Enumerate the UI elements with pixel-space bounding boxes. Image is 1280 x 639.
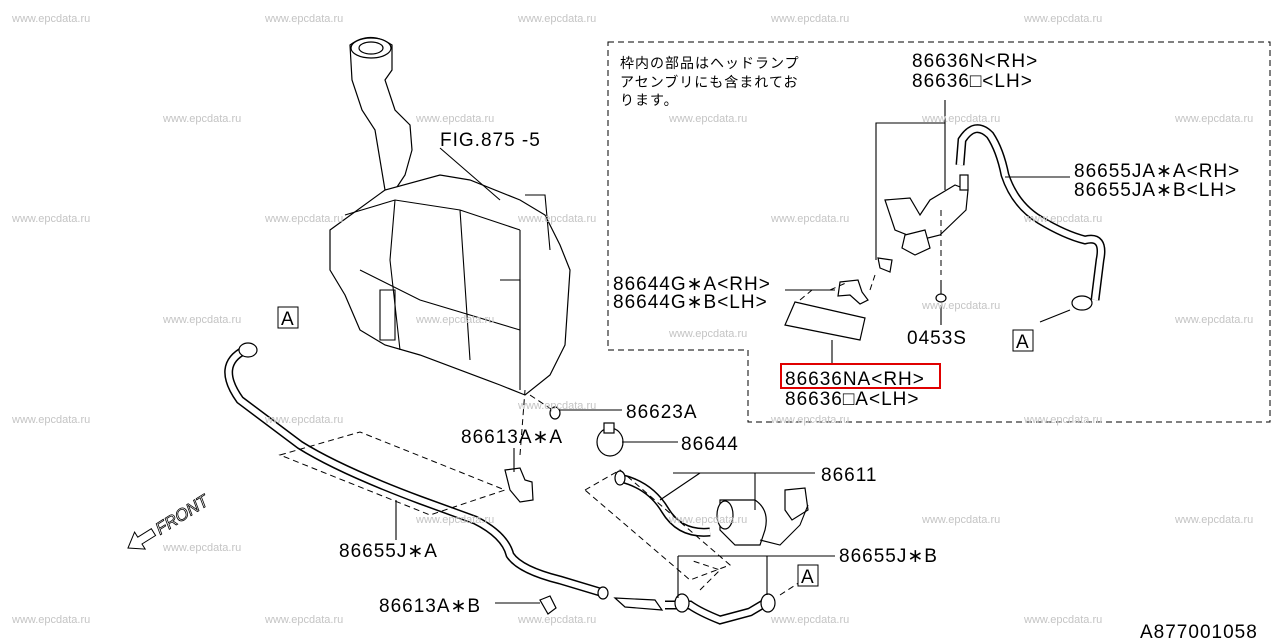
watermark-text: www.epcdata.ru xyxy=(517,614,596,626)
watermark-text: www.epcdata.ru xyxy=(1023,614,1102,626)
ref-marker-a: A xyxy=(277,306,299,330)
part-label-86636NA[interactable]: 86636NA<RH> xyxy=(785,369,925,390)
part-label-86655JA-B[interactable]: 86655JA∗B<LH> xyxy=(1074,180,1237,201)
watermark-text: www.epcdata.ru xyxy=(770,13,849,25)
cover-86636NA[interactable] xyxy=(784,301,866,341)
watermark-text: www.epcdata.ru xyxy=(11,213,90,225)
clip[interactable] xyxy=(877,257,893,273)
washer-nozzle-assembly[interactable] xyxy=(884,124,1106,311)
watermark-text: www.epcdata.ru xyxy=(770,614,849,626)
part-label-86655J-B[interactable]: 86655J∗B xyxy=(839,546,938,567)
watermark-text: www.epcdata.ru xyxy=(415,514,494,526)
watermark-text: www.epcdata.ru xyxy=(11,614,90,626)
watermark-text: www.epcdata.ru xyxy=(517,400,596,412)
part-label-86636OA[interactable]: 86636□A<LH> xyxy=(785,389,919,410)
assembly-guide xyxy=(584,469,731,581)
ref-marker-a: A xyxy=(797,564,819,588)
hose-86655J-A[interactable] xyxy=(224,342,609,600)
watermark-text: www.epcdata.ru xyxy=(1174,314,1253,326)
watermark-text: www.epcdata.ru xyxy=(11,13,90,25)
assembly-guide xyxy=(799,210,942,301)
part-label-86644[interactable]: 86644 xyxy=(681,434,739,455)
leader-lines xyxy=(395,100,1071,604)
watermark-text: www.epcdata.ru xyxy=(668,113,747,125)
watermark-text: www.epcdata.ru xyxy=(162,542,241,554)
watermark-text: www.epcdata.ru xyxy=(668,328,747,340)
part-label-86636O[interactable]: 86636□<LH> xyxy=(912,71,1033,92)
headlamp-subassembly-frame xyxy=(607,41,1271,423)
note-line-2: アセンブリにも含まれてお xyxy=(620,74,798,91)
watermark-text: www.epcdata.ru xyxy=(517,213,596,225)
diagram-id: A877001058 xyxy=(1140,622,1258,639)
watermark-text: www.epcdata.ru xyxy=(1174,514,1253,526)
ref-marker-a: A xyxy=(1012,329,1034,353)
part-label-86636N[interactable]: 86636N<RH> xyxy=(912,51,1038,72)
watermark-text: www.epcdata.ru xyxy=(921,113,1000,125)
watermark-layer: www.epcdata.ru www.epcdata.ru www.epcdata.… xyxy=(11,13,1253,626)
highlight-box xyxy=(780,363,941,389)
watermark-text: www.epcdata.ru xyxy=(264,213,343,225)
watermark-text: www.epcdata.ru xyxy=(415,314,494,326)
note-line-1: 枠内の部品はヘッドランプ xyxy=(620,56,800,72)
figure-ref[interactable]: FIG.875 -5 xyxy=(440,130,541,151)
screw-0453S[interactable] xyxy=(935,280,947,303)
watermark-text: www.epcdata.ru xyxy=(517,13,596,25)
part-label-86655JA-A[interactable]: 86655JA∗A<RH> xyxy=(1074,161,1240,182)
clip-86613A-B[interactable] xyxy=(539,595,557,615)
part-label-86623A[interactable]: 86623A xyxy=(626,402,698,423)
watermark-text: www.epcdata.ru xyxy=(668,514,747,526)
part-label-86613A-A[interactable]: 86613A∗A xyxy=(461,427,563,448)
part-label-86613A-B[interactable]: 86613A∗B xyxy=(379,596,481,617)
watermark-text: www.epcdata.ru xyxy=(264,614,343,626)
part-label-86611[interactable]: 86611 xyxy=(821,465,877,486)
part-label-86655J-A[interactable]: 86655J∗A xyxy=(339,541,438,562)
clamp-86644[interactable] xyxy=(596,422,624,457)
svg-text:A: A xyxy=(1016,332,1030,353)
watermark-text: www.epcdata.ru xyxy=(264,414,343,426)
assembly-guide xyxy=(278,389,561,516)
svg-text:A: A xyxy=(281,309,295,330)
front-label: FRONT xyxy=(152,490,213,538)
watermark-text: www.epcdata.ru xyxy=(415,113,494,125)
watermark-text: www.epcdata.ru xyxy=(264,13,343,25)
watermark-text: www.epcdata.ru xyxy=(770,414,849,426)
part-label-0453S[interactable]: 0453S xyxy=(907,328,967,349)
watermark-text: www.epcdata.ru xyxy=(162,314,241,326)
watermark-text: www.epcdata.ru xyxy=(1174,113,1253,125)
watermark-text: www.epcdata.ru xyxy=(921,300,1000,312)
pump-86611[interactable] xyxy=(614,470,809,546)
bracket-86644G[interactable] xyxy=(837,279,869,305)
part-label-86644G-A[interactable]: 86644G∗A<RH> xyxy=(613,274,771,295)
watermark-text: www.epcdata.ru xyxy=(1023,213,1102,225)
svg-text:A: A xyxy=(801,567,815,588)
watermark-text: www.epcdata.ru xyxy=(770,213,849,225)
assembly-guide xyxy=(689,559,801,596)
washer-tank[interactable] xyxy=(329,36,571,396)
watermark-text: www.epcdata.ru xyxy=(11,414,90,426)
watermark-text: www.epcdata.ru xyxy=(162,113,241,125)
note-line-3: ります。 xyxy=(620,93,679,109)
watermark-text: www.epcdata.ru xyxy=(1023,414,1102,426)
clip-86613A-A[interactable] xyxy=(504,467,534,503)
watermark-text: www.epcdata.ru xyxy=(1023,13,1102,25)
watermark-text: www.epcdata.ru xyxy=(921,514,1000,526)
hose-86655J-B[interactable] xyxy=(613,593,776,625)
leader xyxy=(439,147,501,201)
part-label-86644G-B[interactable]: 86644G∗B<LH> xyxy=(613,292,768,313)
cap-86623A[interactable] xyxy=(549,406,561,420)
